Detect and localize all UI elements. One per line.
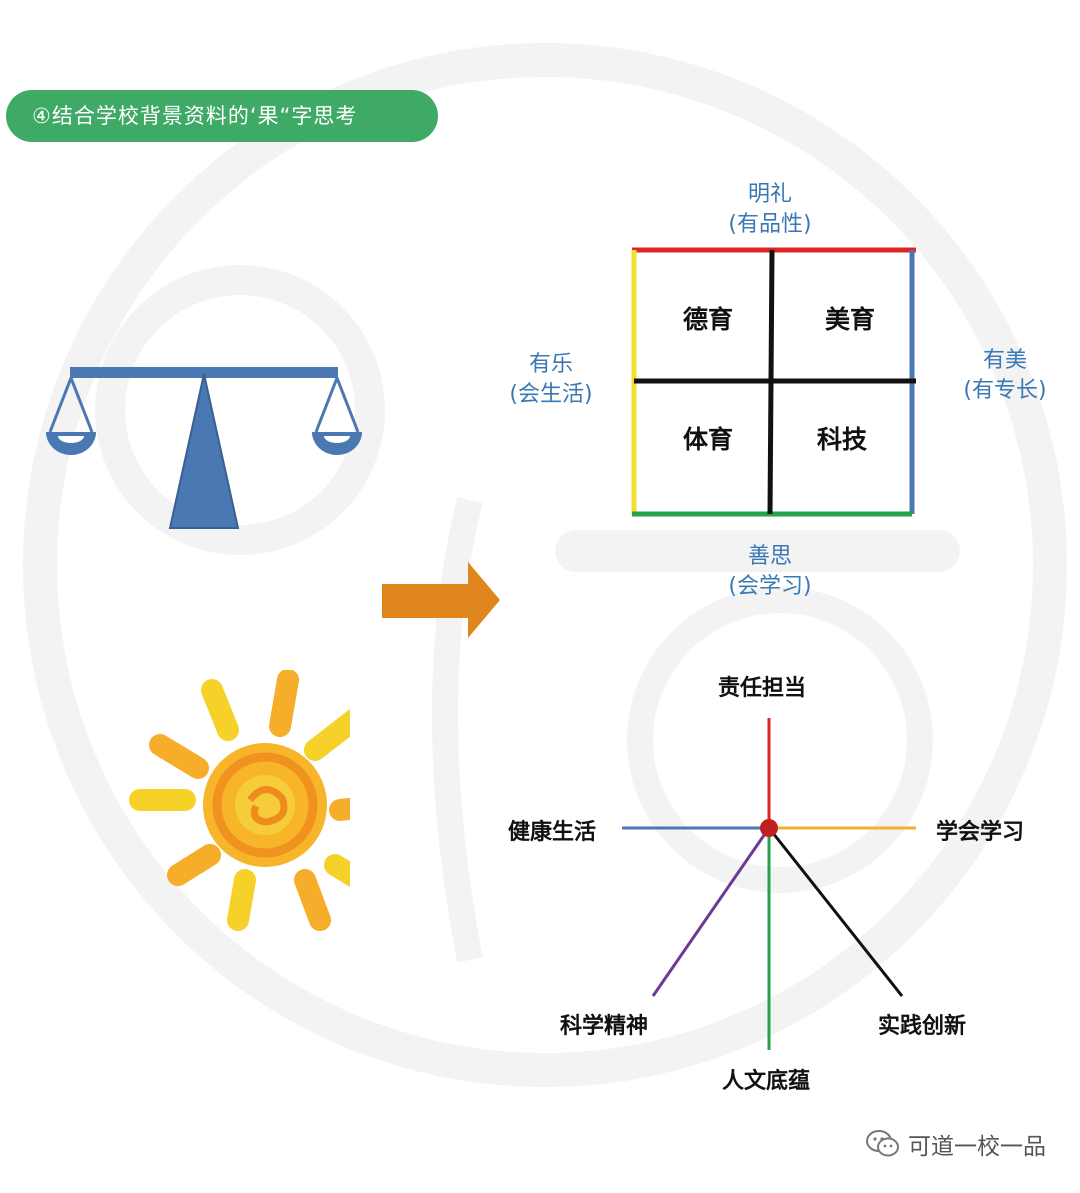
grid-top-subtitle: (有品性) (728, 212, 812, 237)
grid-cell-bottom-right: 科技 (816, 425, 867, 454)
spoke-center-dot (760, 819, 778, 837)
account-watermark: 可道一校一品 (866, 1126, 1046, 1162)
grid-top-title: 明礼 (747, 182, 792, 207)
grid-top-label: 明礼 (有品性) (700, 180, 840, 240)
right-arrow-icon (382, 562, 500, 638)
radar-label-left: 健康生活 (508, 820, 597, 845)
grid-right-subtitle: (有专长) (963, 378, 1047, 403)
radar-label-lower-right: 实践创新 (878, 1014, 967, 1039)
wechat-icon (866, 1130, 899, 1157)
grid-bottom-title: 善思 (747, 544, 792, 569)
grid-left-subtitle: (会生活) (509, 382, 593, 407)
grid-bottom-label: 善思 (会学习) (700, 542, 840, 602)
spoke-lower-left (651, 827, 771, 997)
radar-label-top: 责任担当 (718, 676, 807, 701)
sun-icon (129, 670, 350, 931)
account-name: 可道一校一品 (908, 1134, 1046, 1160)
grid-right-title: 有美 (982, 348, 1027, 373)
grid-left-label: 有乐 (会生活) (486, 350, 616, 410)
spoke-lower-right (767, 827, 904, 997)
balance-scale-icon (46, 367, 362, 529)
quadrant-grid (631, 247, 916, 517)
competency-spokes (622, 718, 916, 1050)
grid-bottom-subtitle: (会学习) (728, 574, 812, 599)
grid-cell-bottom-left: 体育 (682, 425, 733, 454)
radar-label-right: 学会学习 (936, 820, 1025, 845)
radar-label-lower-left: 科学精神 (560, 1014, 649, 1039)
radar-label-bottom: 人文底蕴 (722, 1069, 811, 1094)
grid-cell-top-right: 美育 (824, 305, 875, 334)
grid-cell-top-left: 德育 (682, 305, 733, 334)
section-title: ④结合学校背景资料的‘果“字思考 (6, 90, 438, 142)
grid-left-title: 有乐 (528, 352, 573, 377)
grid-right-label: 有美 (有专长) (940, 346, 1070, 406)
